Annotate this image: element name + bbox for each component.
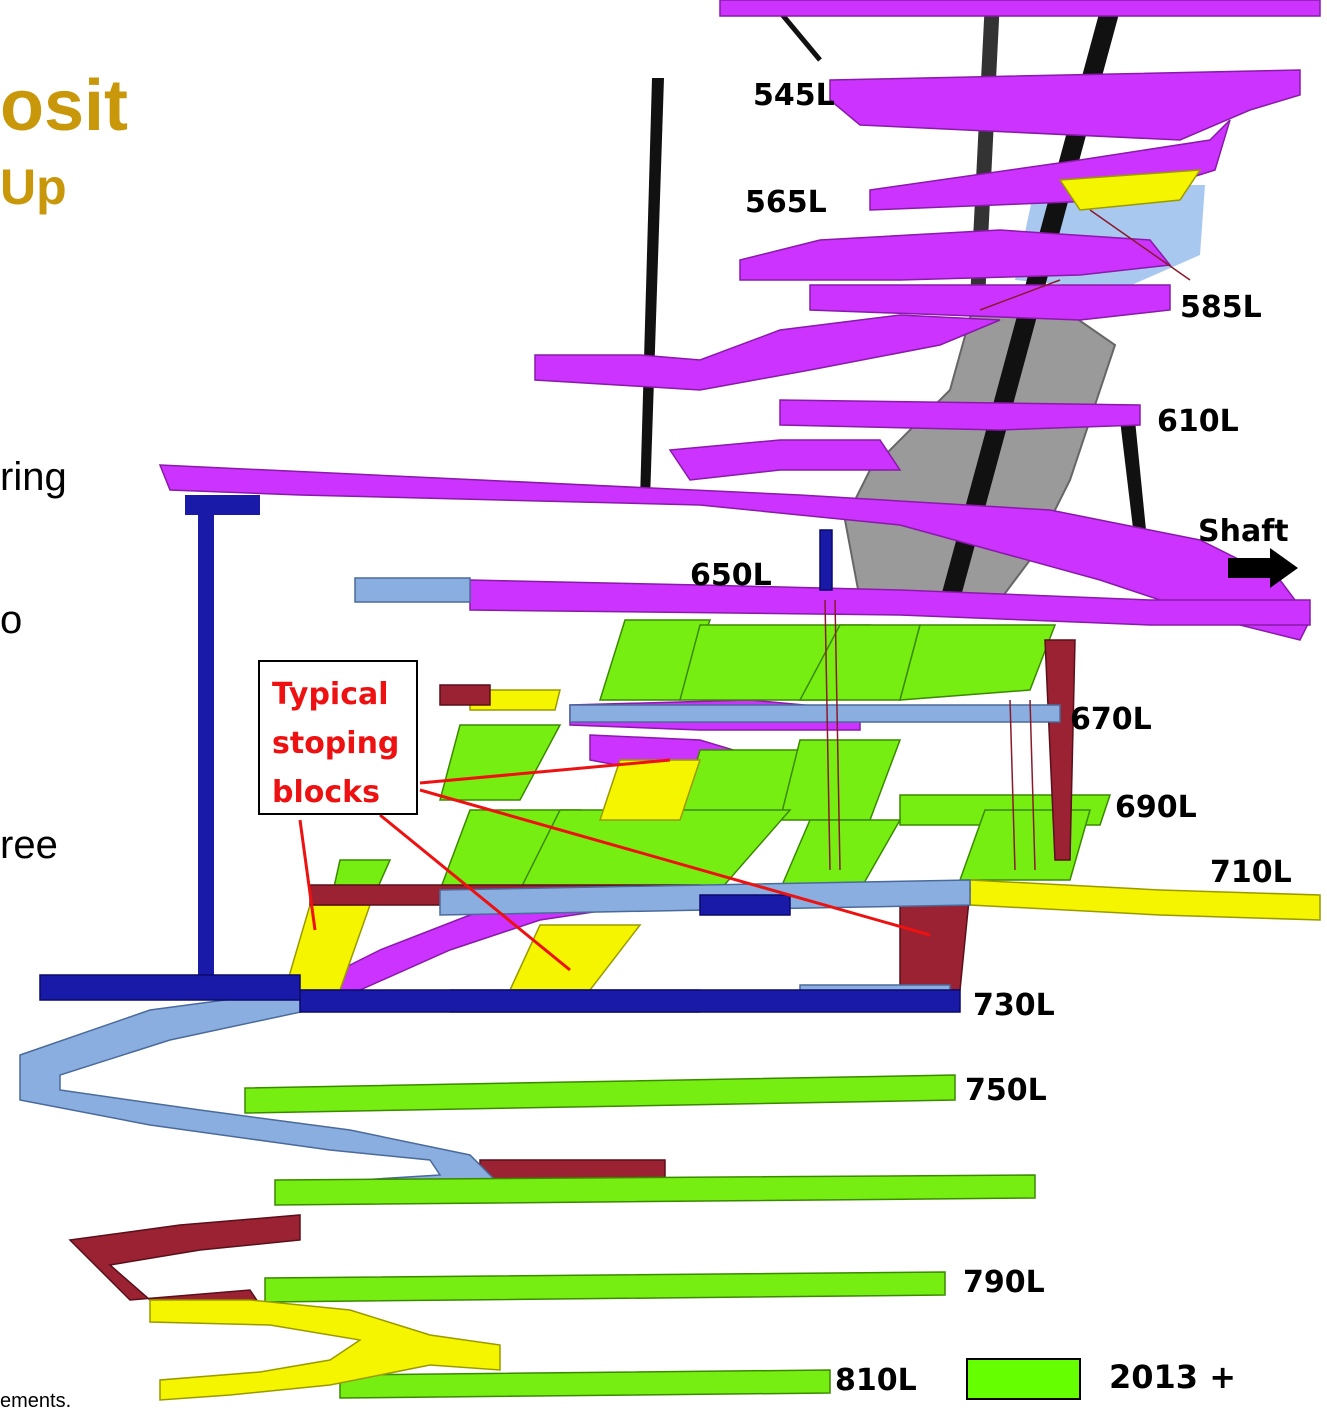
green-lower-levels [244, 1074, 1036, 1399]
callout-line-1: Typical [272, 677, 389, 712]
legend-swatch-2013 [966, 1358, 1081, 1400]
level-label-790: 790L [963, 1265, 1045, 1300]
blue-level-top [185, 495, 260, 515]
callout-leader-lines [298, 758, 931, 972]
legend-label-2013: 2013 + [1109, 1358, 1237, 1396]
callout-line-3: blocks [272, 775, 380, 810]
body-text-fragment-1: ring [0, 455, 67, 499]
footnote-fragment: ements. [0, 1390, 72, 1412]
raise-shaft-2 [970, 0, 1000, 300]
green-stopes [329, 619, 1112, 906]
level-label-650: 650L [690, 558, 772, 593]
blue-raise [198, 505, 214, 980]
raise-left [640, 78, 664, 500]
level-label-710: 710L [1210, 855, 1292, 890]
level-label-750: 750L [965, 1073, 1047, 1108]
shaft-arrow-icon [1228, 548, 1298, 588]
level-label-545: 545L [753, 78, 835, 113]
slide-title-fragment: osit [0, 66, 129, 146]
body-text-fragment-3: ree [0, 823, 58, 867]
level-label-585: 585L [1180, 290, 1262, 325]
level-label-610: 610L [1157, 404, 1239, 439]
shaft-label: Shaft [1198, 514, 1289, 549]
thin-raise-lines [824, 209, 1191, 871]
callout-line-2: stoping [272, 726, 400, 761]
level-label-690: 690L [1115, 790, 1197, 825]
body-text-fragment-2: o [0, 598, 23, 642]
slide-subtitle-fragment: Up [0, 159, 67, 215]
yellow-ramp [149, 1299, 501, 1401]
level-label-810: 810L [835, 1363, 917, 1398]
yellow-blocks [283, 169, 1321, 991]
level-label-565: 565L [745, 185, 827, 220]
level-label-730: 730L [973, 988, 1055, 1023]
dark-blue-levels [39, 529, 961, 1013]
stoping-callout-box: Typical stoping blocks [258, 660, 418, 815]
level-label-670: 670L [1070, 702, 1152, 737]
